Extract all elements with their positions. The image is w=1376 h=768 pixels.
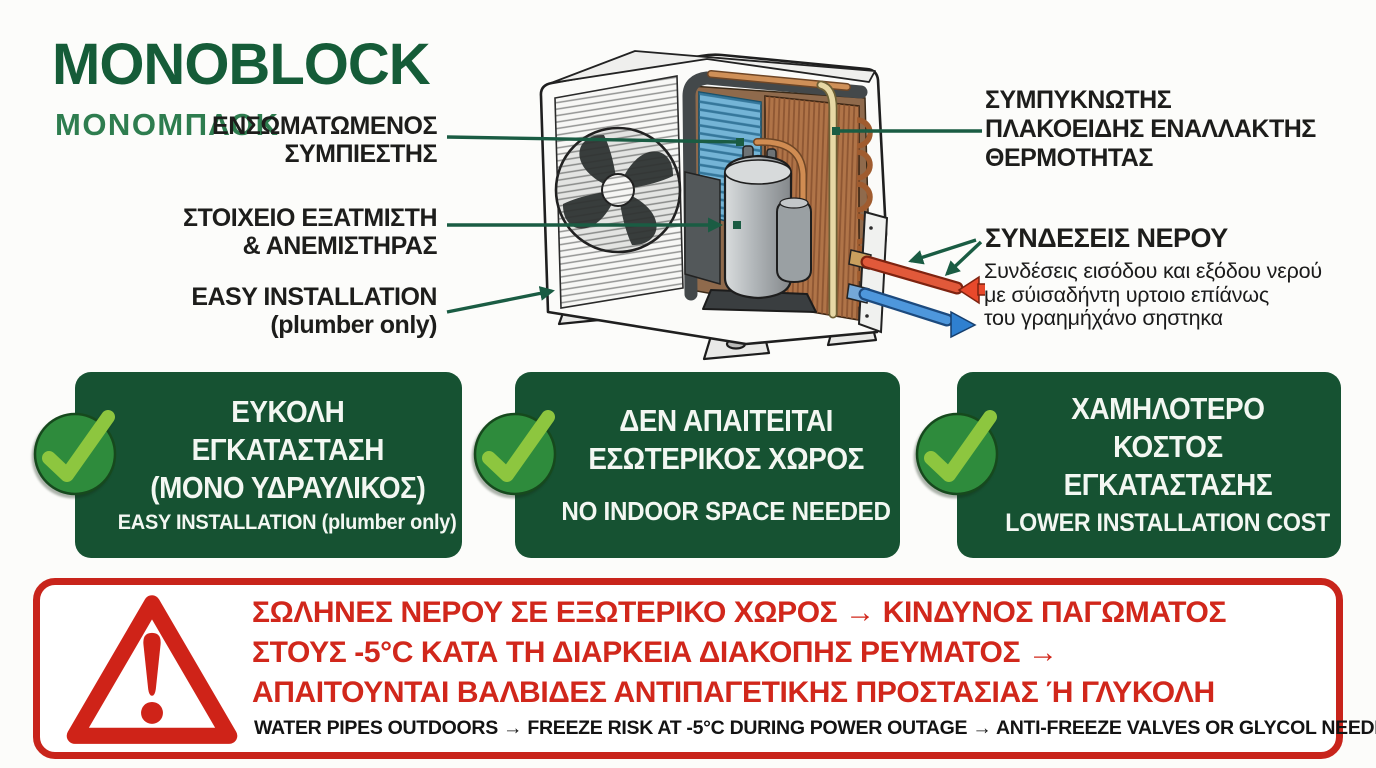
checkmark-icon	[33, 410, 117, 496]
benefit-title: ΔΕΝ ΑΠΑΙΤΕΙΤΑΙ ΕΣΩΤΕΡΙΚΟΣ ΧΩΡΟΣ	[588, 402, 865, 476]
benefit-title: ΧΑΜΗΛΟΤΕΡΟ ΚΟΣΤΟΣ ΕΓΚΑΤΑΣΤΑΣΗΣ	[1063, 391, 1273, 502]
benefit-title: ΕΥΚΟΛΗ ΕΓΚΑΤΑΣΤΑΣΗ (ΜΟΝΟ ΥΔΡΑΥΛΙΚΟΣ)	[149, 394, 426, 505]
label-integrated-compressor: ΕΝΣΩΜΑΤΩΜΕΝΟΣ ΣΥΜΠΙΕΣΤΗΣ	[212, 112, 437, 168]
checkmark-icon	[915, 410, 999, 496]
warning-text-english: WATER PIPES OUTDOORS → FREEZE RISK AT -5…	[254, 717, 1376, 739]
benefit-card-lower-cost: ΧΑΜΗΛΟΤΕΡΟ ΚΟΣΤΟΣ ΕΓΚΑΤΑΣΤΑΣΗΣ LOWER INS…	[915, 372, 1341, 558]
benefit-card-easy-installation: ΕΥΚΟΛΗ ΕΓΚΑΤΑΣΤΑΣΗ (ΜΟΝΟ ΥΔΡΑΥΛΙΚΟΣ) EAS…	[33, 372, 462, 558]
refrigerant-pipes	[707, 70, 851, 319]
page-subtitle: ΜΟΝΟΜΠΛΟΚ	[55, 107, 280, 142]
checkmark-icon	[473, 410, 557, 496]
compressor	[702, 145, 817, 313]
warning-text-greek: ΣΩΛΗΝΕΣ ΝΕΡΟΥ ΣΕ ΕΞΩΤΕΡΙΚΟ ΧΩΡΟΣ → ΚΙΝΔΥ…	[252, 596, 1227, 709]
warning-triangle-icon	[66, 595, 238, 744]
benefit-subtitle: NO INDOOR SPACE NEEDED	[561, 495, 892, 526]
warning-banner: ΣΩΛΗΝΕΣ ΝΕΡΟΥ ΣΕ ΕΞΩΤΕΡΙΚΟ ΧΩΡΟΣ → ΚΙΝΔΥ…	[33, 578, 1376, 759]
benefit-subtitle: EASY INSTALLATION (plumber only)	[118, 510, 457, 534]
label-water-connections-description: Συνδέσεις εισόδου και εξόδου νερού με σύ…	[984, 259, 1322, 330]
benefit-card-no-indoor-space: ΔΕΝ ΑΠΑΙΤΕΙΤΑΙ ΕΣΩΤΕΡΙΚΟΣ ΧΩΡΟΣ NO INDOO…	[473, 372, 900, 558]
benefit-subtitle: LOWER INSTALLATION COST	[1005, 509, 1331, 537]
water-outlet-pipe	[846, 283, 977, 339]
heat-pump-illustration	[539, 50, 985, 361]
fan-icon	[554, 75, 684, 309]
label-evaporator-fan: ΣΤΟΙΧΕΙΟ ΕΞΑΤΜΙΣΤΗ & ΑΝΕΜΙΣΤΗΡΑΣ	[182, 204, 438, 260]
page-title: MONOBLOCK	[52, 32, 431, 97]
label-easy-installation: EASY INSTALLATION (plumber only)	[191, 283, 437, 339]
casing-top-face	[550, 50, 876, 84]
label-condenser-heat-exchanger: ΣΥΜΠΥΚΝΩΤΗΣ ΠΛΑΚΟΕΙΔΗΣ ΕΝΑΛΛΑΚΤΗΣ ΘΕΡΜΟΤ…	[985, 86, 1316, 172]
label-water-connections-title: ΣΥΝΔΕΣΕΙΣ ΝΕΡΟΥ	[985, 223, 1228, 253]
water-inlet-pipe	[848, 249, 985, 305]
